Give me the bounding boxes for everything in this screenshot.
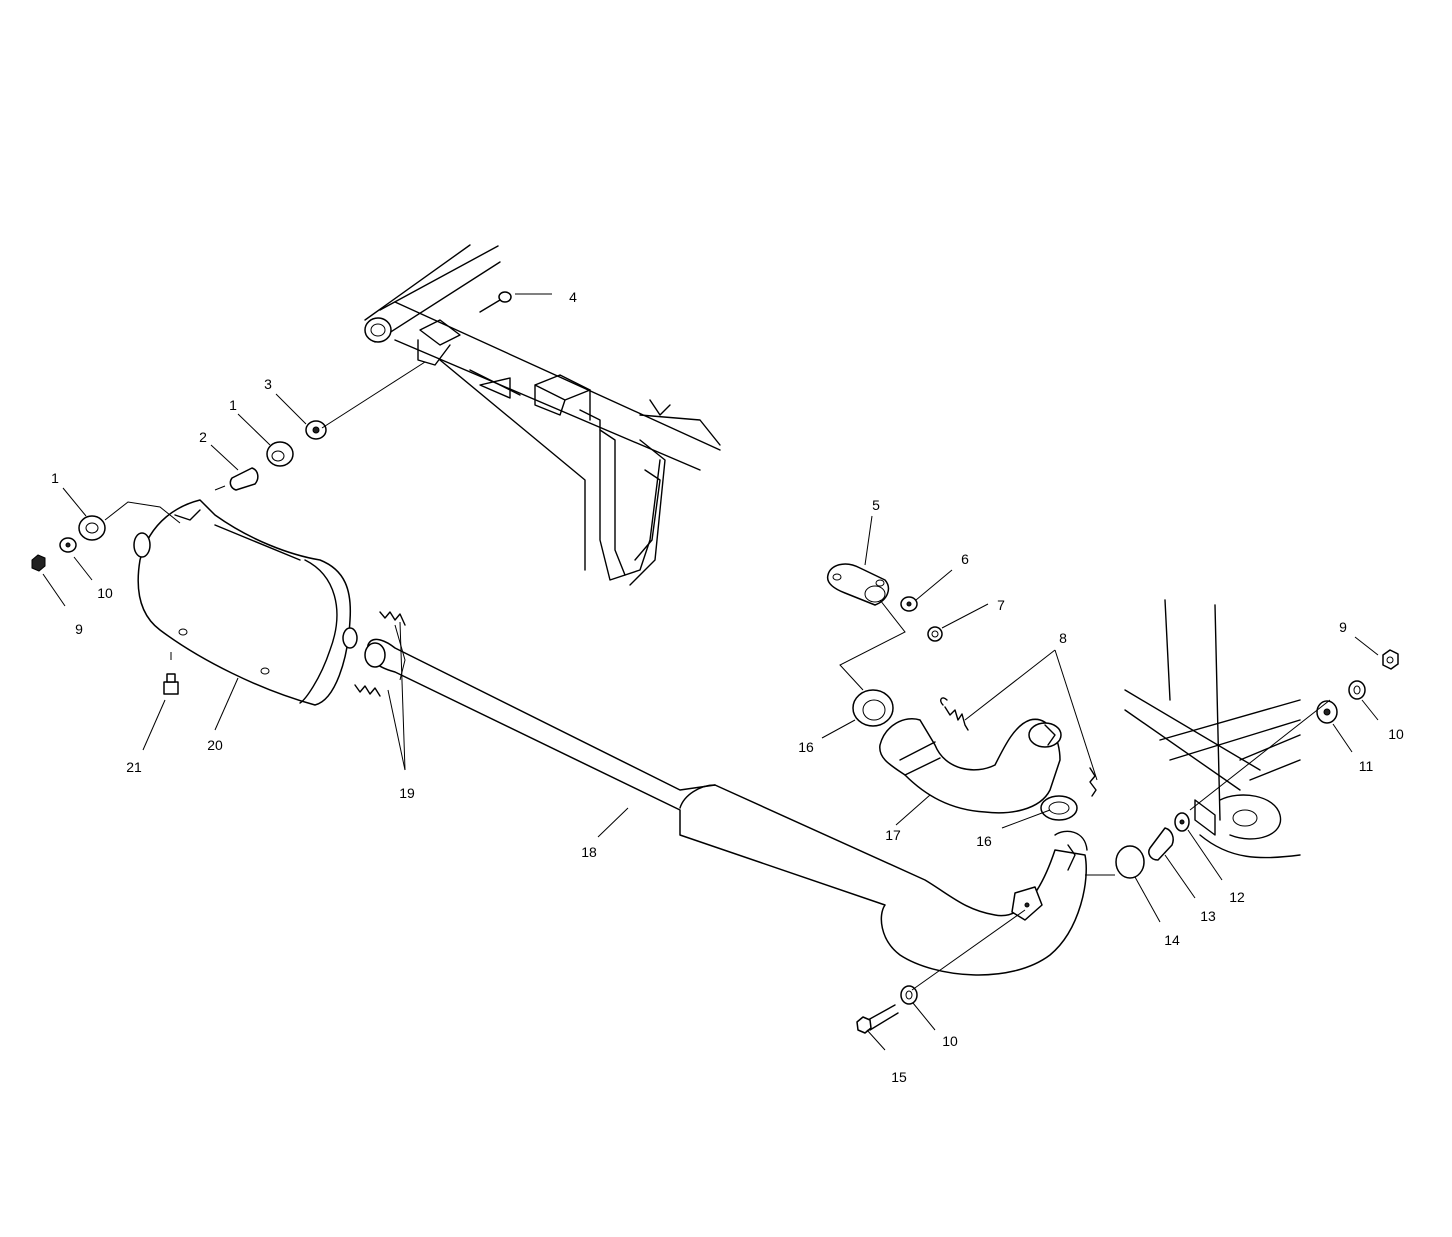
spring-19-lower (354, 684, 381, 697)
callout-13: 13 (1200, 908, 1216, 924)
callout-20: 20 (207, 737, 223, 753)
callout-9-right: 9 (1339, 619, 1347, 635)
nut-9-left (31, 554, 46, 572)
washer-6 (900, 596, 918, 612)
callout-17: 17 (885, 827, 901, 843)
callout-3: 3 (264, 376, 272, 392)
washer-10-bottom (900, 985, 918, 1005)
callout-1-left: 1 (51, 470, 59, 486)
sleeve-13 (1148, 827, 1174, 861)
washer-12 (1174, 812, 1190, 832)
callout-10-bottom: 10 (942, 1033, 958, 1049)
callout-15: 15 (891, 1069, 907, 1085)
callout-2: 2 (199, 429, 207, 445)
sleeve-2 (229, 467, 259, 491)
grommet-14 (1115, 845, 1145, 879)
washer-10-left (59, 537, 77, 553)
nut-9-right (1382, 649, 1399, 670)
grommet-1-upper (266, 441, 294, 467)
spring-8-left (940, 697, 969, 731)
callout-11: 11 (1359, 758, 1374, 774)
nut-7 (927, 626, 943, 642)
callout-4: 4 (569, 289, 577, 305)
grommet-11 (1316, 700, 1338, 724)
callout-14: 14 (1164, 932, 1180, 948)
grommet-1-left (78, 515, 106, 541)
callout-19: 19 (399, 785, 415, 801)
exhaust-manifold-pipe (879, 718, 1062, 814)
muffler (133, 499, 358, 706)
callout-6: 6 (961, 551, 969, 567)
callout-9-left: 9 (75, 621, 83, 637)
callout-18: 18 (581, 844, 597, 860)
callout-10-left: 10 (97, 585, 113, 601)
callout-labels: 1 1 2 3 4 5 6 7 8 9 9 10 10 10 11 12 13 … (51, 289, 1404, 1085)
spring-8-right (1089, 767, 1097, 797)
upper-frame-rail (364, 244, 721, 586)
washer-10-right (1348, 680, 1366, 700)
callout-7: 7 (997, 597, 1005, 613)
callout-12: 12 (1229, 889, 1245, 905)
leader-lines (42, 293, 1379, 1051)
bolt-4 (479, 291, 512, 313)
callout-16-lower: 16 (976, 833, 992, 849)
spring-19-upper (379, 611, 406, 626)
callout-1-upper: 1 (229, 397, 237, 413)
callout-10-right: 10 (1388, 726, 1404, 742)
gasket-lower (1040, 795, 1078, 821)
callout-5: 5 (872, 497, 880, 513)
exhaust-flange (826, 563, 890, 606)
assembly-lines (104, 361, 1331, 991)
callout-21: 21 (126, 759, 142, 775)
callout-16-upper: 16 (798, 739, 814, 755)
drain-plug-21 (163, 673, 179, 695)
washer-3 (305, 420, 327, 440)
bolt-15 (856, 1004, 899, 1034)
lower-right-frame (1124, 599, 1301, 859)
exhaust-pipe (364, 638, 1088, 976)
callout-8: 8 (1059, 630, 1067, 646)
gasket-upper (852, 689, 894, 727)
